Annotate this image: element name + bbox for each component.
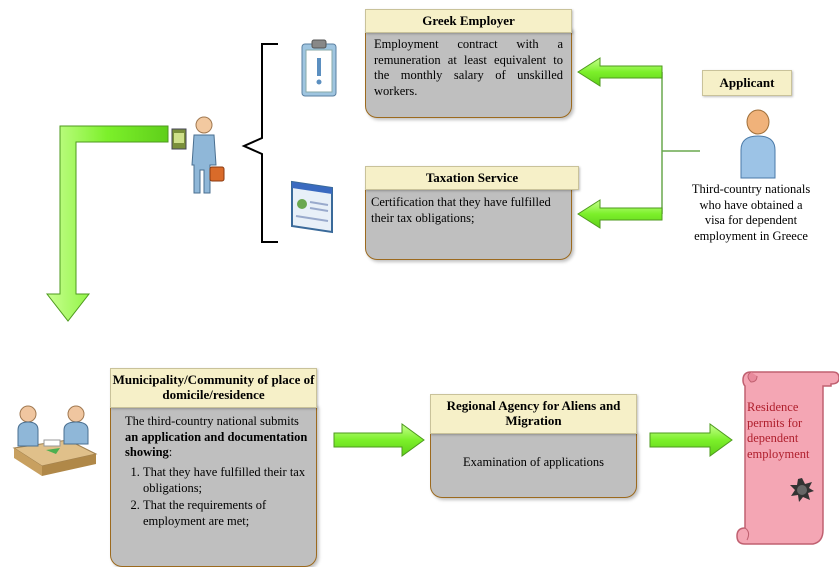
regional-agency-header: Regional Agency for Aliens and Migration bbox=[430, 394, 637, 434]
scroll-icon bbox=[735, 370, 839, 550]
document-window-icon bbox=[288, 178, 336, 236]
regional-agency-text: Examination of applications bbox=[463, 455, 604, 469]
municipality-intro: The third-country national submits an ap… bbox=[125, 414, 308, 460]
arrow-to-result bbox=[649, 423, 733, 457]
big-l-arrow bbox=[45, 125, 169, 322]
arrow-to-agency bbox=[333, 423, 425, 457]
taxation-service-text: Certification that they have fulfilled t… bbox=[371, 195, 551, 225]
bracket bbox=[241, 43, 278, 243]
greek-employer-box: Employment contract with a remuneration … bbox=[365, 28, 572, 118]
list-item: That the requirements of employment are … bbox=[143, 498, 308, 529]
clipboard-icon bbox=[300, 38, 338, 98]
municipality-intro-text: The third-country national submits bbox=[125, 414, 299, 428]
arrow-to-tax bbox=[577, 199, 663, 229]
municipality-box: The third-country national submits an ap… bbox=[110, 405, 317, 567]
applicant-header: Applicant bbox=[702, 70, 792, 96]
municipality-list: That they have fulfilled their tax oblig… bbox=[125, 465, 308, 530]
taxation-service-box: Certification that they have fulfilled t… bbox=[365, 186, 572, 260]
applicant-person-icon bbox=[737, 108, 779, 180]
greek-employer-text: Employment contract with a remuneration … bbox=[374, 37, 563, 98]
taxation-service-header: Taxation Service bbox=[365, 166, 579, 190]
businessman-icon bbox=[170, 115, 230, 195]
meeting-desk-icon bbox=[10, 396, 100, 480]
seal-icon bbox=[790, 478, 814, 502]
greek-employer-header: Greek Employer bbox=[365, 9, 572, 33]
applicant-text: Third-country nationals who have obtaine… bbox=[691, 182, 811, 243]
connector-lines bbox=[661, 72, 700, 214]
regional-agency-box: Examination of applications bbox=[430, 432, 637, 498]
arrow-to-employer bbox=[577, 57, 663, 87]
municipality-intro-bold: an application and documentation showing bbox=[125, 429, 308, 460]
list-item: That they have fulfilled their tax oblig… bbox=[143, 465, 308, 496]
result-text: Residence permits for dependent employme… bbox=[747, 400, 810, 461]
municipality-header: Municipality/Community of place of domic… bbox=[110, 368, 317, 408]
